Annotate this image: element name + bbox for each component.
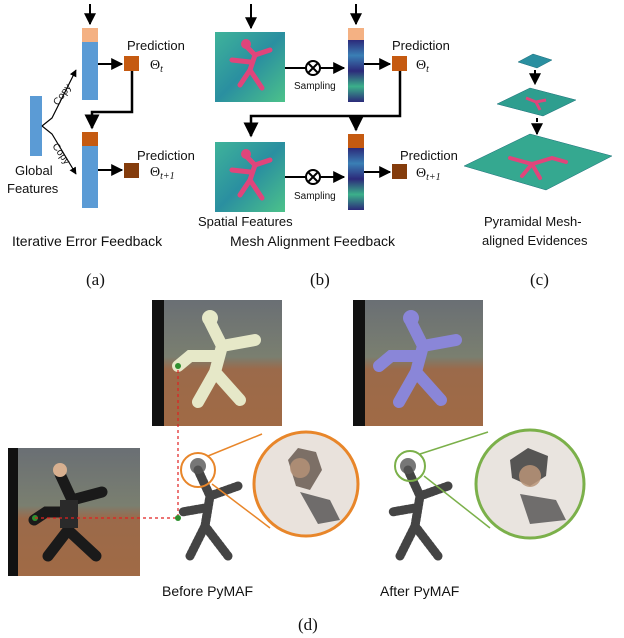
input-photo	[8, 448, 140, 576]
before-pymaf-label: Before PyMAF	[162, 583, 253, 599]
panel-c: Pyramidal Mesh- aligned Evidences (c)	[463, 53, 613, 289]
spatial-features-label: Spatial Features	[198, 214, 293, 229]
caption-c-line1: Pyramidal Mesh-	[484, 214, 582, 229]
mesh-overlay-after-photo	[353, 300, 483, 426]
letter-d: (d)	[298, 615, 318, 634]
copy-arrow-top	[41, 69, 77, 127]
zoom-line-before-top	[207, 433, 263, 457]
panel-d: Before PyMAF After PyMAF (d)	[8, 300, 586, 634]
sampling-operator-bottom	[305, 169, 321, 185]
panel-a: Prediction Θt Prediction Θt+1 Copy Copy …	[7, 4, 195, 289]
orange-cap-b	[348, 134, 364, 148]
letter-a: (a)	[86, 270, 105, 289]
point-cloud-before	[177, 458, 243, 561]
sampling-label-top: Sampling	[294, 81, 336, 92]
letter-b: (b)	[310, 270, 330, 289]
theta-label-bottom: Θt+1	[150, 165, 175, 182]
feature-bar-bottom	[82, 146, 98, 208]
zoom-circle-large-before	[252, 430, 360, 538]
mesh-feature-bar-bottom	[348, 148, 364, 210]
keypoint-marker-mesh	[175, 363, 181, 369]
feedback-arrow-b	[243, 71, 402, 138]
global-feature-bar	[30, 96, 42, 156]
theta-label-top: Θt	[150, 58, 163, 75]
theta-label-b-bottom: Θt+1	[416, 166, 441, 183]
sampling-label-bottom: Sampling	[294, 191, 336, 202]
prediction-label-top: Prediction	[127, 38, 185, 53]
zoom-circle-large-after	[474, 428, 586, 540]
prediction-box-b-top	[392, 56, 407, 71]
letter-c: (c)	[530, 270, 549, 289]
pyramid-level-3-mesh	[508, 156, 568, 180]
orange-cap-bottom	[82, 132, 98, 146]
caption-b: Mesh Alignment Feedback	[230, 233, 396, 249]
heatmap-top	[215, 32, 285, 102]
peach-cap-b	[348, 28, 364, 40]
mesh-overlay-before-photo	[152, 300, 282, 426]
copy-arrow-bottom	[41, 125, 77, 175]
caption-c-line2: aligned Evidences	[482, 233, 588, 248]
point-cloud-after	[387, 458, 453, 561]
heatmap-bottom	[215, 142, 285, 212]
zoom-line-before-bottom	[211, 483, 271, 529]
keypoint-marker-points	[175, 515, 181, 521]
zoom-circle-small-before	[180, 452, 216, 488]
theta-label-b-top: Θt	[416, 58, 429, 75]
after-pymaf-label: After PyMAF	[380, 583, 459, 599]
zoom-line-after-top	[419, 431, 489, 455]
zoom-circle-small-after	[394, 450, 426, 482]
sampling-operator-top	[305, 60, 321, 76]
peach-cap-top	[82, 28, 98, 42]
feature-bar-top	[82, 42, 98, 100]
mesh-feature-bar-top	[348, 40, 364, 102]
prediction-label-b-bottom: Prediction	[400, 148, 458, 163]
pyramid-level-1	[517, 53, 553, 69]
prediction-box-b-bottom	[392, 164, 407, 179]
caption-a: Iterative Error Feedback	[12, 233, 163, 249]
copy-label-bottom: Copy	[50, 141, 72, 166]
panel-b: Sampling Prediction Θt Sampling Predicti…	[198, 4, 458, 289]
global-label-line1: Global	[15, 163, 53, 178]
prediction-box-top	[124, 56, 139, 71]
zoom-line-after-bottom	[423, 475, 491, 529]
prediction-box-bottom	[124, 163, 139, 178]
feedback-arrow-a	[84, 71, 134, 130]
prediction-label-b-top: Prediction	[392, 38, 450, 53]
prediction-label-bottom: Prediction	[137, 148, 195, 163]
global-label-line2: Features	[7, 181, 59, 196]
pyramid-level-2-mesh	[525, 96, 547, 111]
copy-label-top: Copy	[51, 82, 73, 107]
